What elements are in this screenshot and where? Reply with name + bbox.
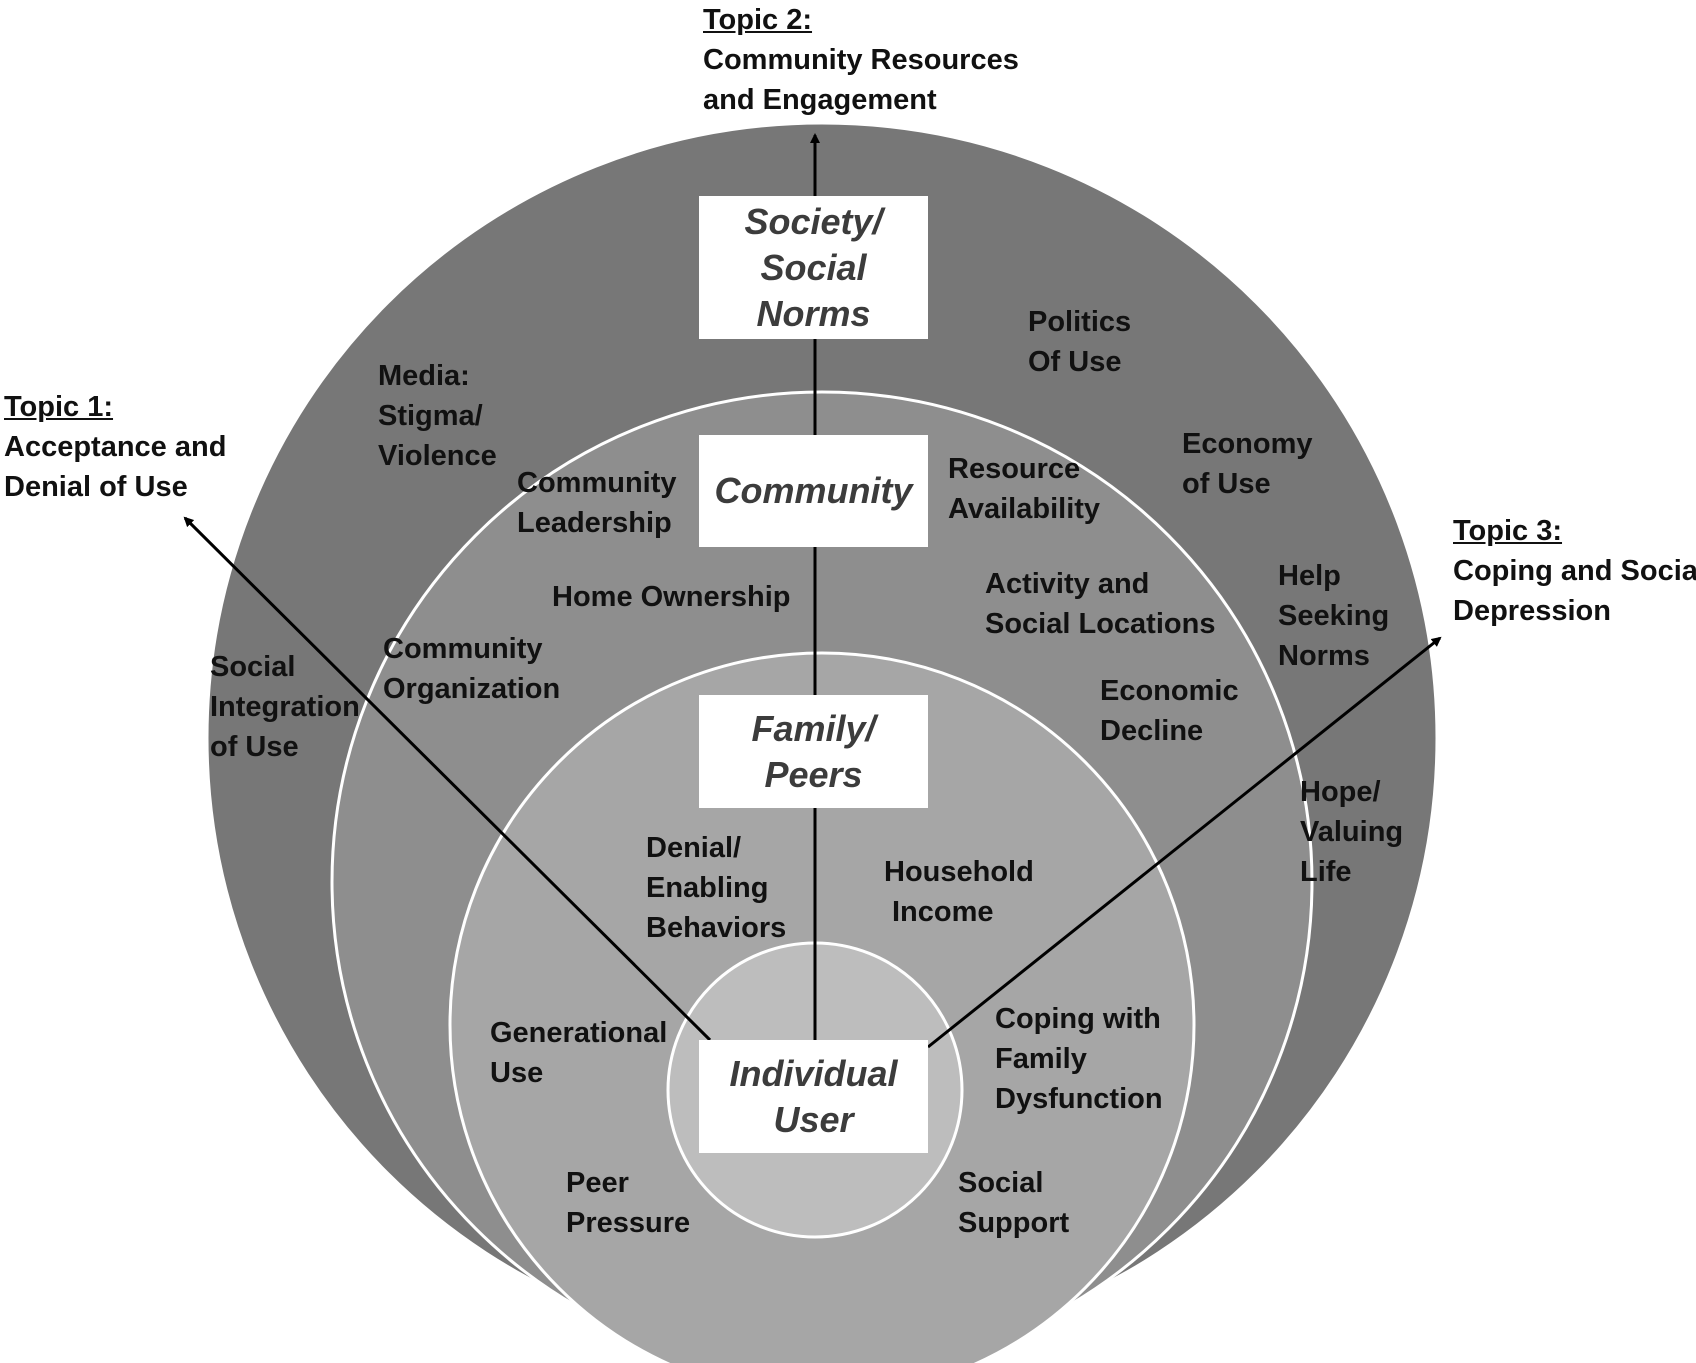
society-line-1: Society/ bbox=[744, 200, 883, 242]
topic2-line-2: and Engagement bbox=[703, 84, 937, 116]
individual-level-box: Individual User bbox=[699, 1040, 928, 1153]
generational-use-label: Generational Use bbox=[490, 1013, 667, 1093]
topic1-heading: Topic 1: bbox=[4, 391, 114, 423]
coping-family-dysfunction-label: Coping with Family Dysfunction bbox=[995, 999, 1163, 1119]
integration-line-3: of Use bbox=[210, 731, 299, 763]
media-stigma-label: Media: Stigma/ Violence bbox=[378, 356, 497, 476]
help-line-2: Seeking bbox=[1278, 600, 1390, 632]
politics-line-1: Politics bbox=[1028, 306, 1132, 338]
topic2-label: Topic 2: Community Resources and Engagem… bbox=[703, 0, 1019, 120]
topic3-heading: Topic 3: bbox=[1453, 515, 1563, 547]
society-line-3: Norms bbox=[756, 292, 871, 334]
community-leadership-label: Community Leadership bbox=[517, 463, 677, 543]
topic2-line-1: Community Resources bbox=[703, 44, 1019, 76]
leadership-line-1: Community bbox=[517, 467, 677, 499]
media-line-1: Media: bbox=[378, 360, 470, 392]
topic1-line-2: Denial of Use bbox=[4, 471, 188, 503]
topic3-line-2: Depression bbox=[1453, 595, 1611, 627]
help-line-3: Norms bbox=[1278, 640, 1370, 672]
coping-line-3: Dysfunction bbox=[995, 1083, 1163, 1115]
integration-line-1: Social bbox=[210, 651, 296, 683]
denial-line-1: Denial/ bbox=[646, 832, 742, 864]
activity-line-2: Social Locations bbox=[985, 608, 1216, 640]
help-line-1: Help bbox=[1278, 560, 1341, 592]
generational-line-2: Use bbox=[490, 1057, 544, 1089]
integration-line-2: Integration bbox=[210, 691, 360, 723]
society-line-2: Social bbox=[760, 246, 867, 288]
topic2-heading: Topic 2: bbox=[703, 4, 813, 36]
household-income-label: Household Income bbox=[884, 852, 1034, 932]
economy-line-2: of Use bbox=[1182, 468, 1271, 500]
topic1-label: Topic 1: Acceptance and Denial of Use bbox=[4, 387, 226, 507]
community-organization-label: Community Organization bbox=[383, 629, 560, 709]
community-line-1: Community bbox=[714, 470, 913, 511]
decline-line-1: Economic bbox=[1100, 675, 1239, 707]
denial-line-3: Behaviors bbox=[646, 912, 787, 944]
media-line-3: Violence bbox=[378, 440, 497, 472]
society-level-box: Society/ Social Norms bbox=[699, 196, 928, 339]
home-ownership-label: Home Ownership bbox=[552, 577, 791, 617]
topic3-arrow bbox=[927, 636, 1442, 1049]
organization-line-1: Community bbox=[383, 633, 543, 665]
activity-social-locations-label: Activity and Social Locations bbox=[985, 564, 1215, 644]
individual-line-2: User bbox=[773, 1098, 854, 1140]
economy-of-use-label: Economy of Use bbox=[1182, 424, 1313, 504]
generational-line-1: Generational bbox=[490, 1017, 668, 1049]
family-line-1: Family/ bbox=[751, 707, 876, 749]
denial-line-2: Enabling bbox=[646, 872, 769, 904]
decline-line-2: Decline bbox=[1100, 715, 1204, 747]
resource-availability-label: Resource Availability bbox=[948, 449, 1100, 529]
community-level-box: Community bbox=[699, 435, 928, 547]
topic3-label: Topic 3: Coping and Social Depression bbox=[1453, 511, 1696, 631]
topic1-line-1: Acceptance and bbox=[4, 431, 227, 463]
hope-line-2: Valuing bbox=[1300, 816, 1404, 848]
politics-line-2: Of Use bbox=[1028, 346, 1122, 378]
economic-decline-label: Economic Decline bbox=[1100, 671, 1239, 751]
household-line-2: Income bbox=[892, 896, 994, 928]
resource-line-1: Resource bbox=[948, 453, 1081, 485]
support-line-2: Support bbox=[958, 1207, 1070, 1239]
denial-enabling-label: Denial/ Enabling Behaviors bbox=[646, 828, 786, 948]
support-line-1: Social bbox=[958, 1167, 1044, 1199]
home-line-1: Home Ownership bbox=[552, 581, 791, 613]
organization-line-2: Organization bbox=[383, 673, 561, 705]
household-line-1: Household bbox=[884, 856, 1034, 888]
hope-valuing-life-label: Hope/ Valuing Life bbox=[1300, 772, 1403, 892]
media-line-2: Stigma/ bbox=[378, 400, 483, 432]
coping-line-1: Coping with bbox=[995, 1003, 1161, 1035]
resource-line-2: Availability bbox=[948, 493, 1101, 525]
peer-pressure-label: Peer Pressure bbox=[566, 1163, 690, 1243]
peer-line-1: Peer bbox=[566, 1167, 629, 1199]
hope-line-3: Life bbox=[1300, 856, 1352, 888]
politics-of-use-label: Politics Of Use bbox=[1028, 302, 1131, 382]
activity-line-1: Activity and bbox=[985, 568, 1150, 600]
individual-line-1: Individual bbox=[729, 1052, 898, 1094]
economy-line-1: Economy bbox=[1182, 428, 1313, 460]
topic3-line-1: Coping and Social bbox=[1453, 555, 1696, 587]
leadership-line-2: Leadership bbox=[517, 507, 672, 539]
topic1-arrow bbox=[183, 516, 712, 1042]
help-seeking-norms-label: Help Seeking Norms bbox=[1278, 556, 1389, 676]
peer-line-2: Pressure bbox=[566, 1207, 691, 1239]
family-line-2: Peers bbox=[764, 753, 863, 795]
social-support-label: Social Support bbox=[958, 1163, 1069, 1243]
social-integration-label: Social Integration of Use bbox=[210, 647, 360, 767]
hope-line-1: Hope/ bbox=[1300, 776, 1381, 808]
coping-line-2: Family bbox=[995, 1043, 1087, 1075]
family-level-box: Family/ Peers bbox=[699, 695, 928, 808]
